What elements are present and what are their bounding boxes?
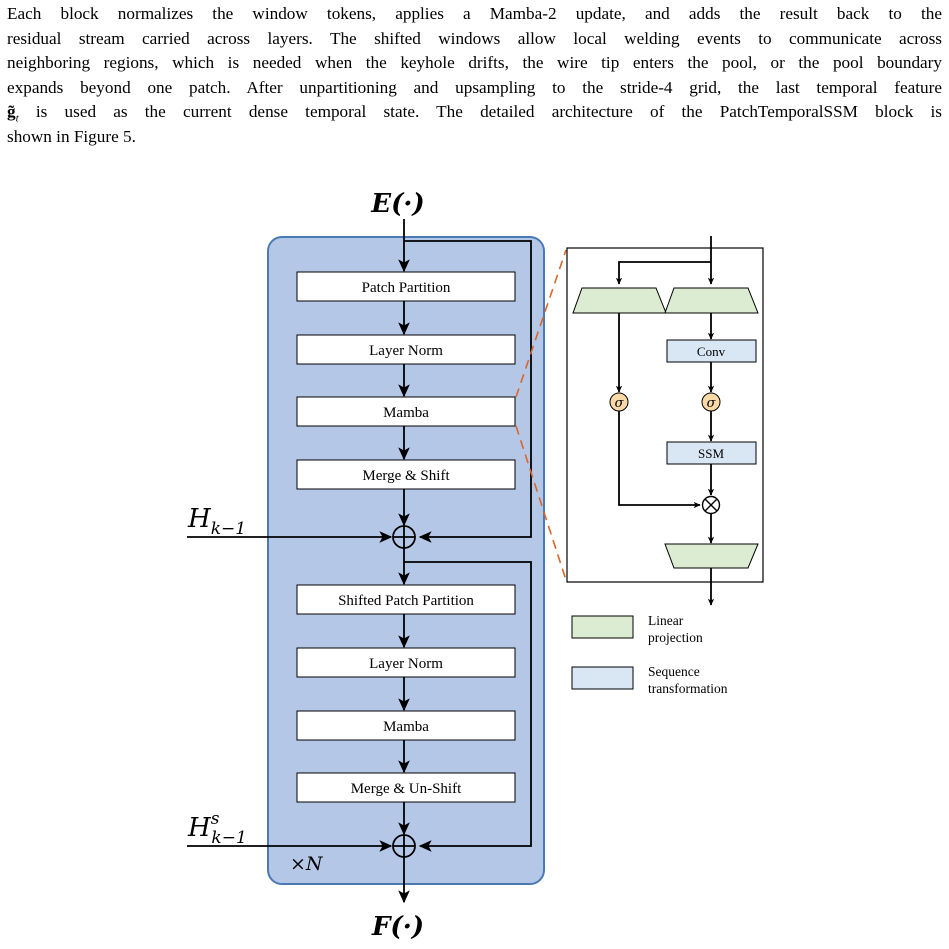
legend: Linear projection Sequence transformatio… (571, 613, 728, 696)
residual-bypass-lower (404, 561, 532, 852)
mamba-box-1 (296, 396, 516, 427)
merge-unshift-label: Merge & Un-Shift (351, 781, 462, 797)
paragraph-line-6: shown in Figure 5. (7, 126, 136, 146)
legend-swatch-linear (571, 615, 634, 639)
patch-partition-label: Patch Partition (362, 280, 451, 296)
activation-right-symbol: σ (707, 396, 717, 411)
temporal-feature-symbol: g̃t (7, 102, 19, 125)
merge-shift-box (296, 459, 516, 490)
linear-projection-output (664, 543, 759, 569)
shifted-patch-partition-box (296, 584, 516, 615)
output-label: F(·) (371, 912, 424, 942)
layer-norm-label-2: Layer Norm (369, 656, 443, 672)
ssm-label: SSM (698, 446, 724, 461)
multiply-node (701, 495, 721, 515)
mamba-detail-panel: Conv σ SSM σ (566, 236, 764, 606)
layer-norm-box-1 (296, 334, 516, 365)
arrow-left-to-multiply (618, 411, 701, 509)
legend-swatch-sequence (571, 666, 634, 690)
repeat-count-label: ×N (290, 853, 324, 875)
mamba-box-2 (296, 710, 516, 741)
shifted-patch-partition-label: Shifted Patch Partition (338, 593, 474, 609)
legend-linear-line2: projection (648, 630, 703, 645)
legend-sequence-line2: transformation (648, 681, 728, 696)
paragraph-line-4: expands beyond one patch. After unpartit… (7, 77, 942, 97)
merge-shift-label: Merge & Shift (362, 468, 450, 484)
residual-bypass-upper (404, 240, 532, 543)
residual-input-label-1: Hk−1 (187, 504, 246, 539)
zoom-line-top (515, 249, 567, 398)
paragraph-line-3: neighboring regions, which is needed whe… (7, 53, 942, 73)
body-paragraph: Each block normalizes the window tokens,… (7, 2, 942, 150)
detail-branch-left-input (615, 261, 711, 285)
layer-norm-box-2 (296, 647, 516, 678)
conv-label: Conv (697, 344, 726, 359)
linear-projection-right (664, 287, 759, 314)
lower-stage: Shifted Patch Partition Layer Norm Mamba… (296, 584, 516, 836)
activation-left-symbol: σ (615, 396, 625, 411)
merge-unshift-box (296, 772, 516, 803)
mamba-label-1: Mamba (383, 405, 429, 421)
patch-partition-box (296, 271, 516, 302)
zoom-line-bottom (515, 425, 567, 581)
legend-linear-line1: Linear (648, 613, 684, 628)
layer-norm-label-1: Layer Norm (369, 343, 443, 359)
input-label: E(·) (370, 189, 424, 219)
mamba-label-2: Mamba (383, 719, 429, 735)
residual-add-node-1 (392, 525, 416, 549)
linear-projection-left (572, 287, 667, 314)
residual-add-node-2 (392, 834, 416, 858)
paragraph-line-1: Each block normalizes the window tokens,… (7, 4, 942, 23)
paragraph-line-2: residual stream carried across layers. T… (7, 28, 942, 48)
upper-stage: Patch Partition Layer Norm Mamba Merge &… (296, 271, 516, 527)
legend-sequence-line1: Sequence (648, 664, 700, 679)
paragraph-line-5: g̃t is used as the current dense tempora… (7, 102, 942, 125)
